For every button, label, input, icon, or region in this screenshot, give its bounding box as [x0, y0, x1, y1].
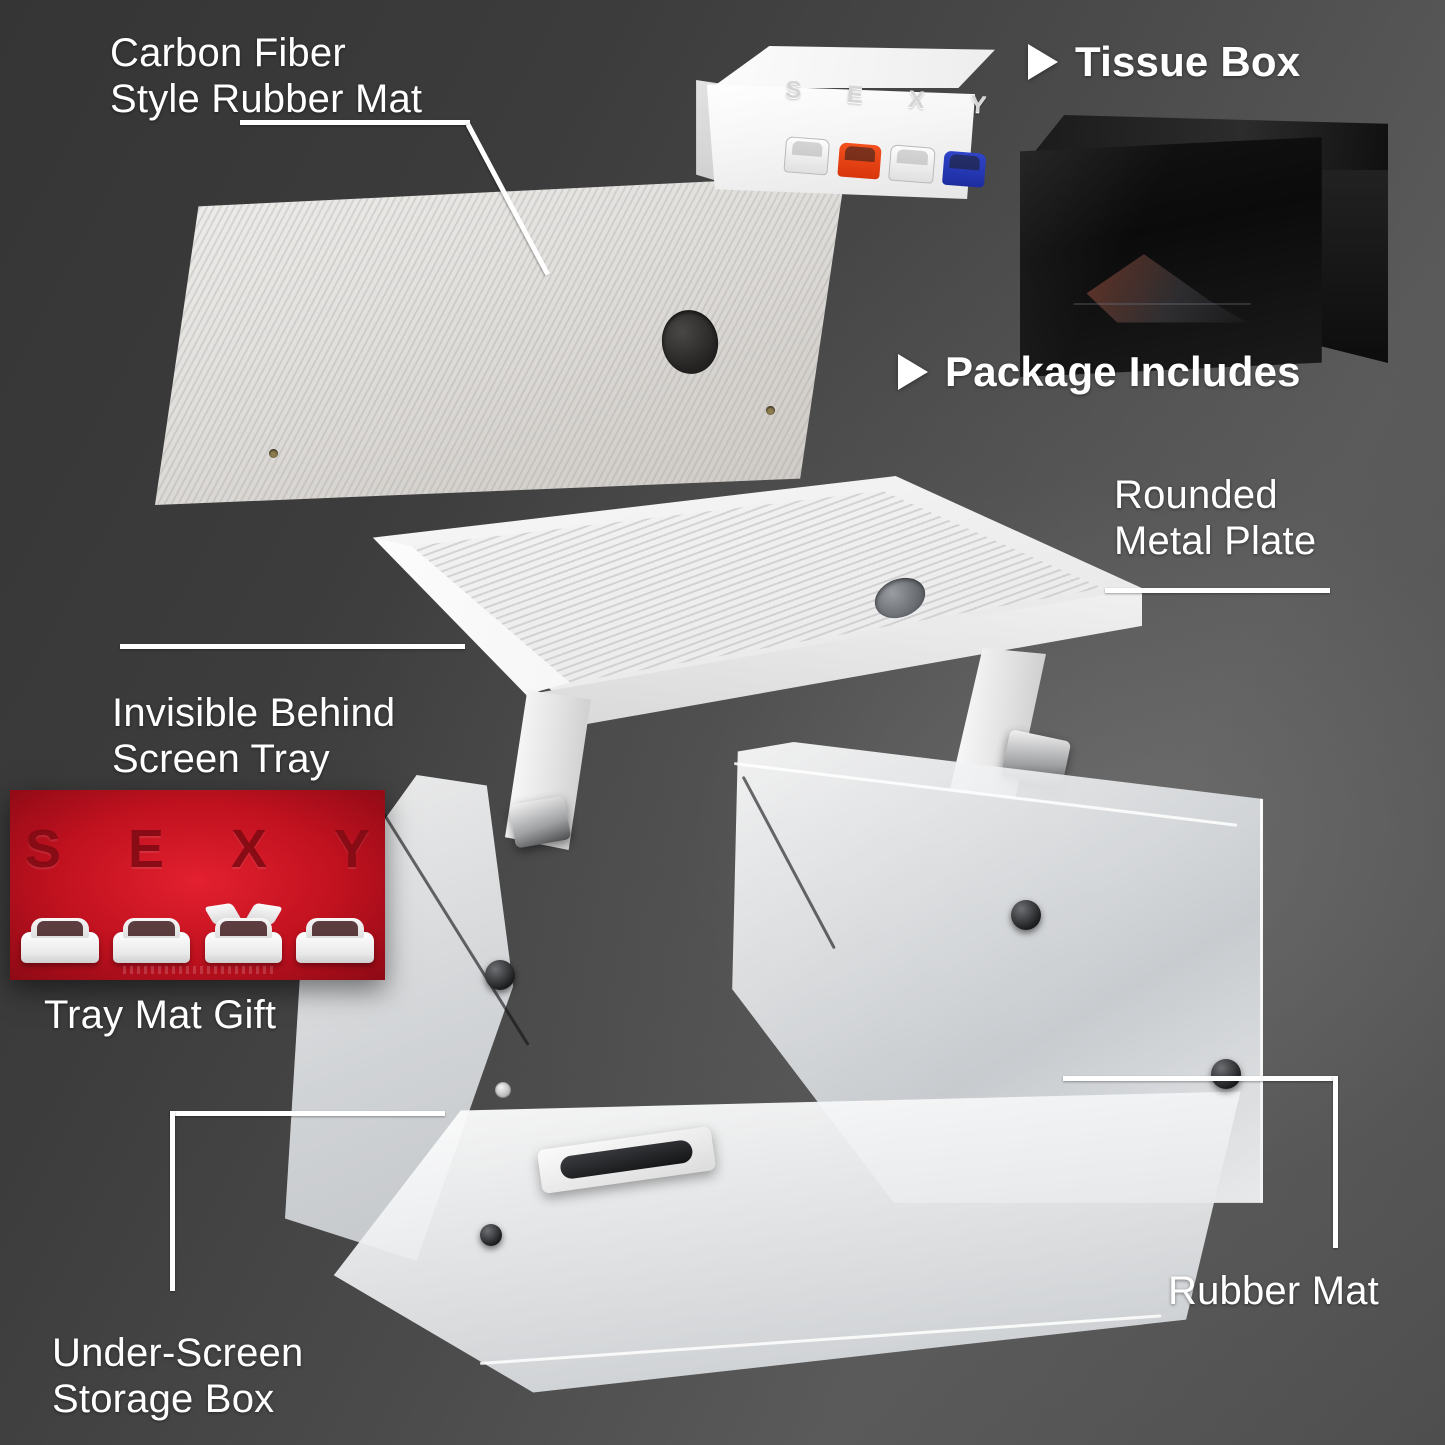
tissue-box-front-panel	[1020, 137, 1322, 377]
leader-line-storage-horizontal	[170, 1111, 445, 1116]
black-tissue-box-image	[1020, 115, 1388, 400]
leader-line-rubber-mat-horizontal	[1063, 1076, 1338, 1081]
white-retail-box-image: S E X Y	[690, 46, 995, 211]
storage-box-floor-panel	[333, 1091, 1241, 1393]
tray-mat-gift-image: S E X Y	[10, 790, 385, 980]
label-tray-mat-gift: Tray Mat Gift	[44, 993, 277, 1037]
storage-box-knob-right-lower	[1211, 1058, 1242, 1089]
gift-mat-sexy-letters: S E X Y	[25, 817, 370, 882]
leader-line-carbon-mat-horizontal	[240, 120, 470, 125]
label-rounded-metal-plate: Rounded Metal Plate	[1114, 473, 1317, 564]
label-invisible-behind-screen-tray: Invisible Behind Screen Tray	[112, 691, 396, 782]
rounded-metal-tray-image	[262, 472, 1142, 742]
leader-line-rubber-mat-vertical	[1333, 1076, 1338, 1248]
gift-letter-y: Y	[333, 818, 370, 879]
storage-box-knob-left-lower	[480, 1223, 502, 1246]
retail-letter-e: E	[845, 80, 864, 110]
gift-mat-footer-text	[122, 966, 273, 975]
gift-car-model-3	[112, 910, 191, 969]
label-carbon-fiber-rubber-mat: Carbon Fiber Style Rubber Mat	[110, 31, 423, 122]
gift-car-model-y	[296, 910, 374, 969]
retail-letter-y: Y	[968, 90, 987, 119]
retail-car-blue	[941, 150, 987, 188]
gift-car-model-s	[21, 910, 99, 969]
gift-car-model-x	[204, 910, 283, 969]
label-under-screen-storage-box: Under-Screen Storage Box	[52, 1331, 304, 1422]
gift-letter-s: S	[25, 818, 62, 879]
retail-letter-s: S	[783, 76, 802, 105]
gift-letter-e: E	[127, 818, 165, 879]
leader-line-metal-plate	[1105, 588, 1330, 593]
acrylic-storage-box-image	[285, 742, 1263, 1402]
label-tissue-box: Tissue Box	[1075, 38, 1301, 85]
storage-box-screw	[494, 1081, 511, 1098]
leader-line-storage-vertical	[170, 1111, 175, 1291]
gift-mat-car-row	[21, 889, 374, 969]
triangle-right-icon-tissue	[1028, 44, 1058, 80]
label-package-includes: Package Includes	[945, 348, 1301, 395]
carbon-fiber-rubber-mat-image	[155, 175, 845, 505]
storage-box-knob-right-upper	[1011, 900, 1042, 931]
tissue-box-side-panel	[1318, 145, 1388, 363]
tissue-box-gloss-highlight	[1020, 137, 1322, 377]
gift-letter-x: X	[230, 818, 267, 879]
rubber-mat-surface	[155, 175, 845, 505]
retail-car-white-1	[782, 136, 830, 176]
retail-car-white-2	[887, 144, 935, 184]
label-rubber-mat: Rubber Mat	[1168, 1269, 1379, 1313]
retail-letter-x: X	[906, 85, 926, 115]
retail-car-red	[836, 142, 882, 180]
triangle-right-icon-package	[898, 354, 928, 390]
leader-line-invisible-tray	[120, 644, 465, 649]
rubber-mat-hole-right	[765, 406, 775, 415]
storage-box-knob-left-upper	[484, 959, 515, 990]
rubber-mat-hole-left	[268, 448, 278, 458]
